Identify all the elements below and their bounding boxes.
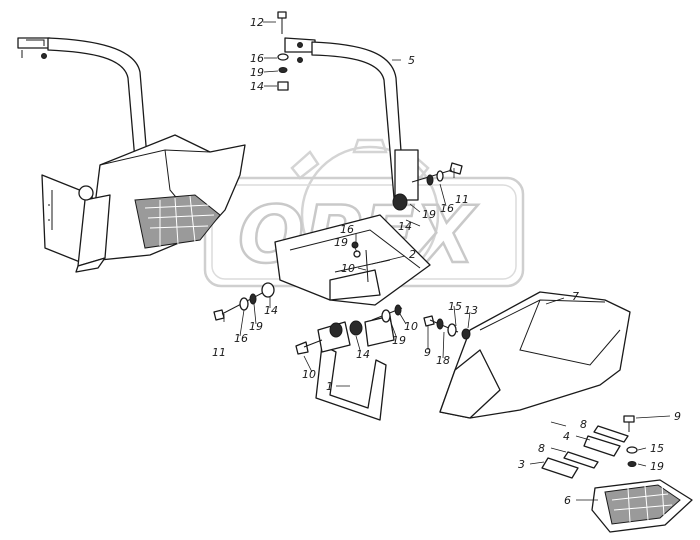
fasteners — [213, 11, 638, 467]
callout-2: 2 — [409, 248, 416, 261]
plate-8a — [593, 425, 629, 443]
callout-1: 1 — [326, 380, 333, 393]
callout-19: 19 — [249, 320, 263, 333]
callout-16: 16 — [440, 202, 454, 215]
strap-1 — [315, 344, 387, 421]
callout-11: 11 — [455, 193, 469, 206]
center-handrail — [311, 41, 405, 199]
callout-19: 19 — [334, 236, 348, 249]
callout-15: 15 — [650, 442, 664, 455]
plate-3 — [541, 457, 579, 479]
callout-19: 19 — [422, 208, 436, 221]
callout-16: 16 — [340, 223, 354, 236]
callout-10: 10 — [341, 262, 355, 275]
callout-16: 16 — [234, 332, 248, 345]
callout-14: 14 — [264, 304, 278, 317]
callout-4: 4 — [563, 430, 570, 443]
left-step-assembly — [17, 37, 246, 273]
plate-8b — [563, 451, 599, 469]
callout-19: 19 — [650, 460, 664, 473]
callout-3: 3 — [518, 458, 525, 471]
callout-7: 7 — [572, 290, 579, 303]
center-step-assembly — [274, 37, 431, 421]
callout-14: 14 — [398, 220, 412, 233]
callout-19: 19 — [392, 334, 406, 347]
callout-8: 8 — [538, 442, 545, 455]
callout-9: 9 — [674, 410, 681, 423]
callout-10: 10 — [404, 320, 418, 333]
callout-11: 11 — [212, 346, 226, 359]
callout-15: 15 — [448, 300, 462, 313]
callout-labels: 12 16 19 14 5 11 19 16 14 16 19 2 10 7 1… — [212, 16, 681, 507]
callout-12: 12 — [250, 16, 264, 29]
callout-16: 16 — [250, 52, 264, 65]
leader-lines — [223, 51, 671, 501]
callout-14: 14 — [356, 348, 370, 361]
callout-10: 10 — [302, 368, 316, 381]
callout-14: 14 — [250, 80, 264, 93]
callout-5: 5 — [408, 54, 415, 67]
bracket-plate-2 — [274, 214, 431, 306]
callout-18: 18 — [436, 354, 450, 367]
left-step-tread — [134, 194, 221, 249]
callout-6: 6 — [564, 494, 571, 507]
plate-4 — [583, 435, 621, 457]
callout-13: 13 — [464, 304, 478, 317]
right-step-assembly — [439, 291, 693, 533]
callout-9: 9 — [424, 346, 431, 359]
callout-8: 8 — [580, 418, 587, 431]
callout-19: 19 — [250, 66, 264, 79]
